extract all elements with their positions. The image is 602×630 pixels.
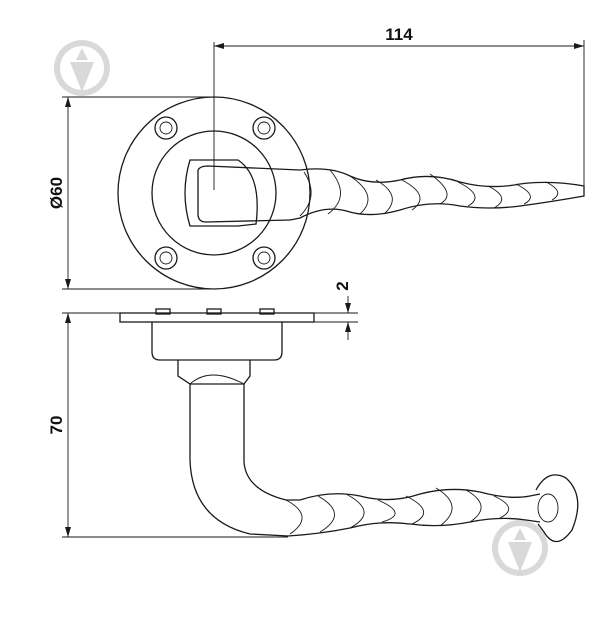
- dimension-rose-thickness-label: 2: [333, 281, 352, 290]
- screw-hole-bottom-left: [154, 246, 178, 270]
- dimension-height-label: 70: [47, 416, 66, 435]
- screw-hole-top-right: [252, 116, 276, 140]
- lever-side-view: [189, 384, 579, 543]
- lever-top-view: [197, 165, 585, 223]
- dimension-height: [62, 312, 288, 538]
- rose-side-view: [119, 308, 315, 385]
- screw-hole-top-left: [154, 116, 178, 140]
- watermark-logo-bottom-icon: [491, 520, 548, 576]
- screw-hole-bottom-right: [252, 246, 276, 270]
- dimension-length: [213, 40, 585, 190]
- dimension-rose-thickness: [314, 296, 358, 340]
- dimension-diameter: [62, 96, 214, 290]
- watermark-logo-top-icon: [53, 40, 110, 96]
- dimension-length-label: 114: [385, 25, 413, 44]
- dimension-diameter-label: Ø60: [47, 177, 66, 209]
